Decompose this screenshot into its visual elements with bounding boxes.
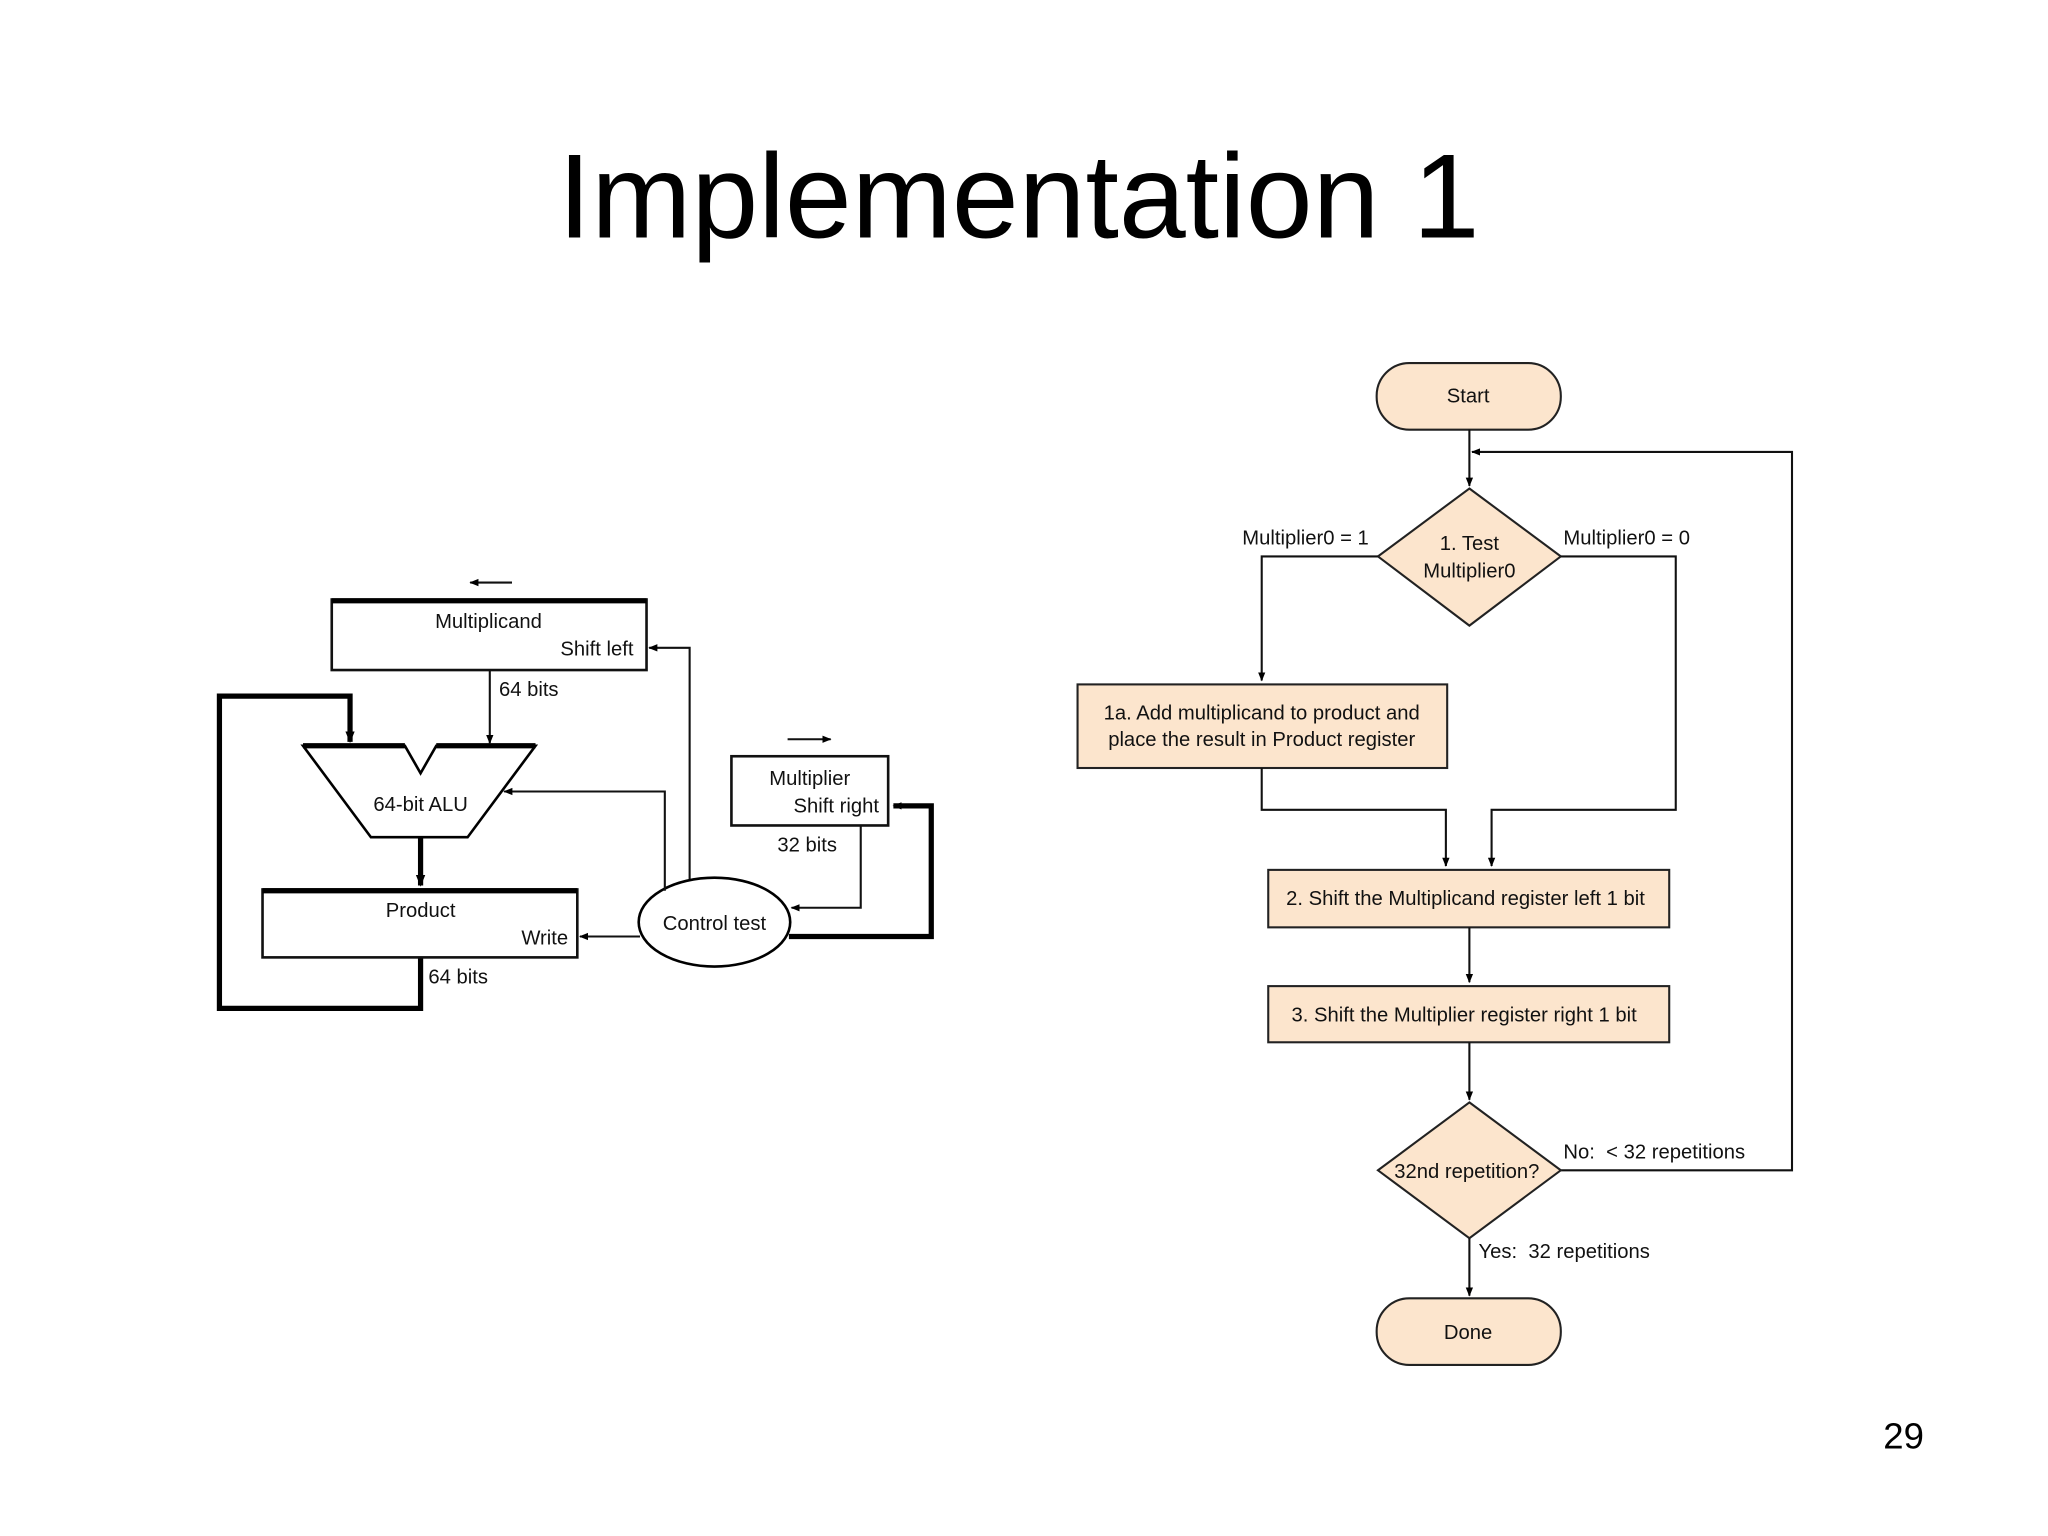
step-1a-line1: 1a. Add multiplicand to product and — [1104, 703, 1420, 725]
repetition-decision: 32nd repetition? — [1376, 1101, 1563, 1240]
loop-back-line — [1471, 448, 1794, 1172]
test-line2: Multiplier0 — [1423, 560, 1515, 582]
product-register: Product Write — [261, 888, 579, 959]
multiplier-bus-label: 32 bits — [777, 835, 837, 857]
multiplier-label: Multiplier — [769, 768, 850, 790]
control-test-label: Control test — [663, 913, 767, 935]
multiplicand-label: Multiplicand — [435, 611, 542, 633]
multiplicand-register: Multiplicand Shift left — [330, 598, 648, 672]
control-to-shift-right-line — [788, 802, 934, 940]
step-1a-to-step-2-line — [1260, 767, 1450, 867]
control-to-alu-line — [503, 787, 666, 891]
start-label: Start — [1447, 385, 1490, 407]
product-feedback-loop — [216, 693, 424, 1011]
multiplier-to-control-line — [790, 825, 862, 912]
done-terminal: Done — [1375, 1297, 1562, 1366]
flowchart: Start 1. Test Multiplier0 Multiplier0 = … — [1076, 362, 1794, 1366]
shift-left-label: Shift left — [560, 639, 633, 661]
alu: 64-bit ALU — [300, 743, 539, 839]
multiplicand-bus-label: 64 bits — [499, 679, 559, 701]
step-2-label: 2. Shift the Multiplicand register left … — [1286, 888, 1645, 910]
write-label: Write — [521, 927, 568, 949]
branch-zero-line — [1487, 555, 1677, 867]
control-to-shift-left-line — [648, 644, 691, 891]
repeat-test-label: 32nd repetition? — [1394, 1161, 1539, 1183]
product-label: Product — [386, 900, 456, 922]
start-terminal: Start — [1375, 362, 1562, 431]
yes-label: Yes: 32 repetitions — [1479, 1241, 1650, 1263]
page-number: 29 — [1883, 1415, 1924, 1456]
step-2-box: 2. Shift the Multiplicand register left … — [1267, 868, 1671, 929]
step-1a-line2: place the result in Product register — [1108, 729, 1415, 751]
hardware-diagram: Multiplicand Shift left 64 bits 64-bit A… — [216, 578, 934, 1011]
branch-zero-label: Multiplier0 = 0 — [1563, 528, 1690, 550]
step-3-label: 3. Shift the Multiplier register right 1… — [1292, 1004, 1638, 1026]
test-multiplier-decision: 1. Test Multiplier0 — [1376, 487, 1563, 627]
multiplier-register: Multiplier Shift right — [730, 754, 890, 827]
step-3-box: 3. Shift the Multiplier register right 1… — [1267, 985, 1671, 1044]
branch-one-line — [1258, 555, 1378, 682]
test-line1: 1. Test — [1440, 533, 1500, 555]
product-bus-label: 64 bits — [428, 967, 488, 989]
slide-title: Implementation 1 — [558, 130, 1480, 264]
alu-label: 64-bit ALU — [373, 794, 467, 816]
shift-right-label: Shift right — [794, 795, 880, 817]
branch-one-label: Multiplier0 = 1 — [1242, 528, 1369, 550]
step-1a-box: 1a. Add multiplicand to product and plac… — [1076, 683, 1449, 770]
done-label: Done — [1444, 1322, 1492, 1344]
control-test: Control test — [637, 876, 792, 968]
no-label: No: < 32 repetitions — [1563, 1142, 1745, 1164]
